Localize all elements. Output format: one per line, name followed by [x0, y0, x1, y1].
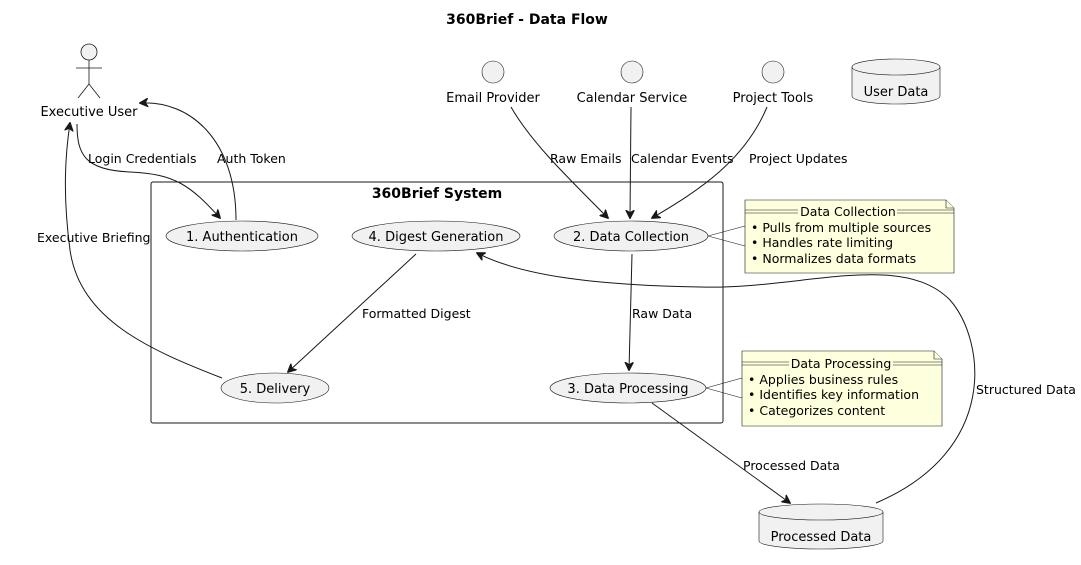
edge-raw-emails[interactable] [510, 106, 608, 218]
email-provider-label: Email Provider [446, 91, 540, 106]
entity-icon [761, 60, 785, 84]
note-data-collection: Data Collection • Pulls from multiple so… [707, 199, 955, 274]
system-boundary [150, 181, 724, 424]
system-label: 360Brief System [372, 186, 502, 202]
edge-executive-briefing-label: Executive Briefing [37, 230, 150, 245]
processed-data-label: Processed Data [771, 530, 872, 545]
edge-calendar-events[interactable] [630, 106, 631, 218]
processed-data-database[interactable]: Processed Data [758, 503, 884, 550]
email-provider-entity[interactable]: Email Provider [446, 60, 541, 106]
usecase-digest-generation[interactable]: 4. Digest Generation [351, 220, 521, 252]
edge-formatted-digest[interactable] [288, 253, 417, 372]
calendar-service-entity[interactable]: Calendar Service [577, 60, 688, 106]
edge-structured-data[interactable] [477, 253, 976, 504]
edge-formatted-digest-label: Formatted Digest [362, 306, 471, 321]
edge-processed-data[interactable] [651, 402, 790, 503]
note-processing-item: • Categorizes content [748, 403, 885, 418]
edge-raw-data[interactable] [629, 253, 632, 370]
diagram-title: 360Brief - Data Flow [446, 12, 608, 28]
note-collection-item: • Pulls from multiple sources [751, 220, 931, 235]
edge-structured-data-label: Structured Data [976, 382, 1076, 397]
user-data-database[interactable]: User Data [851, 58, 941, 105]
executive-user-actor[interactable]: Executive User [40, 43, 138, 120]
edge-auth-token[interactable] [140, 103, 237, 221]
usecase-data-processing-label: 3. Data Processing [567, 382, 688, 397]
executive-user-label: Executive User [40, 105, 138, 120]
usecase-delivery-label: 5. Delivery [240, 382, 311, 397]
edge-calendar-events-label: Calendar Events [631, 151, 734, 166]
edge-login-credentials-label: Login Credentials [88, 151, 197, 166]
database-icon [758, 512, 884, 550]
entity-icon [620, 60, 644, 84]
usecase-data-collection[interactable]: 2. Data Collection [553, 220, 709, 252]
edge-raw-emails-label: Raw Emails [550, 151, 621, 166]
entity-icon [481, 60, 505, 84]
edge-project-updates-label: Project Updates [749, 151, 848, 166]
usecase-authentication-label: 1. Authentication [186, 230, 298, 245]
note-collection-item: • Normalizes data formats [751, 251, 916, 266]
calendar-service-label: Calendar Service [577, 91, 688, 106]
edge-raw-data-label: Raw Data [632, 306, 692, 321]
note-processing-item: • Identifies key information [748, 387, 919, 402]
note-processing-item: • Applies business rules [748, 372, 898, 387]
usecase-data-collection-label: 2. Data Collection [573, 230, 689, 245]
usecase-data-processing[interactable]: 3. Data Processing [549, 372, 707, 404]
note-collection-item: • Handles rate limiting [751, 235, 893, 250]
note-processing-title: Data Processing [791, 356, 892, 371]
note-collection-title: Data Collection [800, 204, 896, 219]
usecase-delivery[interactable]: 5. Delivery [220, 372, 330, 404]
user-data-label: User Data [864, 85, 929, 100]
edge-executive-briefing[interactable] [65, 123, 223, 379]
project-tools-entity[interactable]: Project Tools [733, 60, 814, 106]
usecase-authentication[interactable]: 1. Authentication [165, 220, 319, 252]
usecase-digest-generation-label: 4. Digest Generation [369, 230, 504, 245]
edge-project-updates[interactable] [652, 106, 768, 218]
edge-auth-token-label: Auth Token [217, 151, 286, 166]
actor-head-icon [80, 43, 98, 61]
edge-login-credentials[interactable] [76, 123, 220, 218]
database-icon [851, 67, 941, 105]
edge-processed-data-label: Processed Data [743, 458, 840, 473]
project-tools-label: Project Tools [733, 91, 814, 106]
note-data-processing: Data Processing • Applies business rules… [705, 350, 943, 427]
